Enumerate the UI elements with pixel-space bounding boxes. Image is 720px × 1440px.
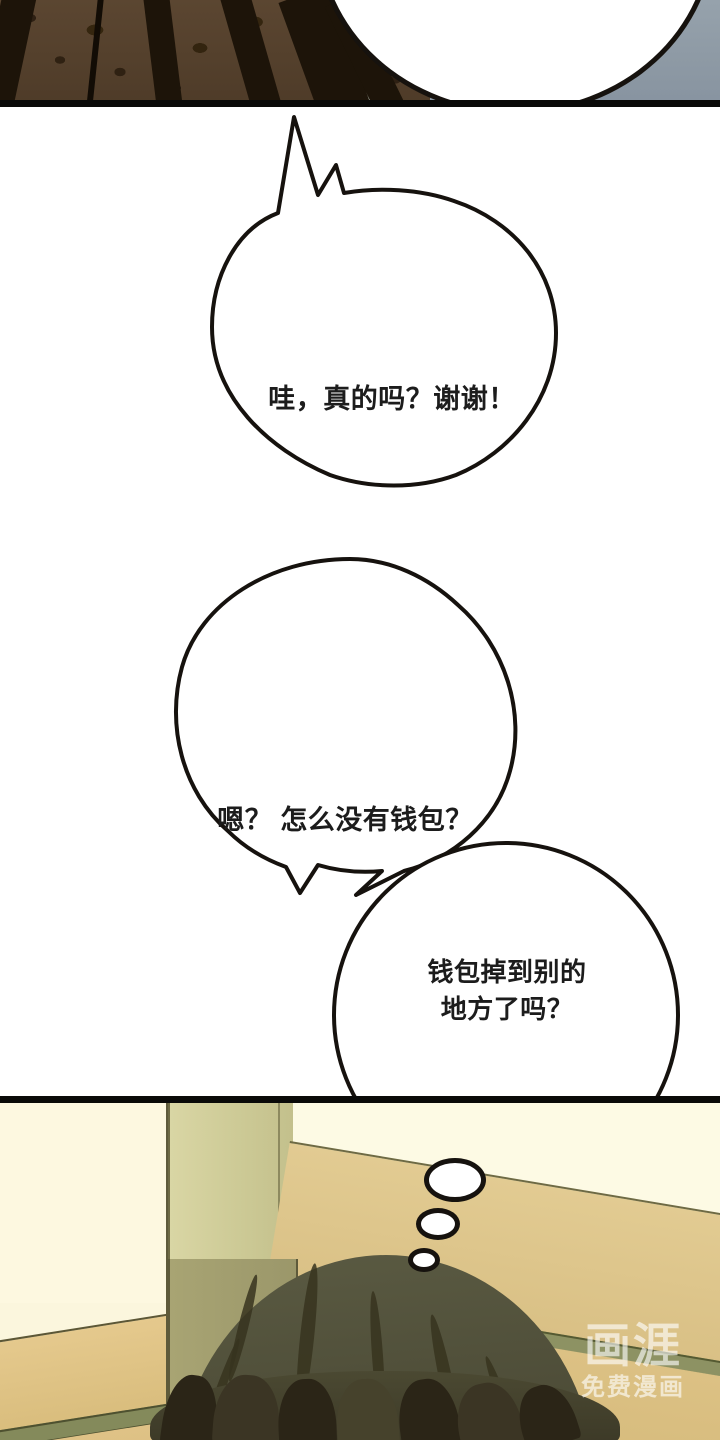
speech-bubble-2	[174, 557, 518, 897]
thought-bubble-3-text: 钱包掉到别的 地方了吗？	[427, 957, 587, 1024]
panel-bottom	[0, 1096, 720, 1440]
fabric-fold	[0, 0, 38, 100]
thought-dot-medium	[416, 1208, 460, 1240]
speech-bubble-1-text: 哇，真的吗？谢谢！	[268, 384, 516, 414]
speech-bubbles-layer	[174, 115, 680, 1189]
panel-top	[0, 0, 720, 107]
wall-left-upper	[0, 1103, 170, 1303]
pillar-edge-line	[278, 1103, 280, 1253]
thought-dot-small	[408, 1248, 440, 1272]
speech-bubble-1	[210, 115, 558, 488]
fabric-fold	[84, 0, 106, 100]
gutter-white-area: 哇，真的吗？谢谢！ 嗯？ 怎么没有钱包？	[0, 107, 720, 1189]
fabric-fold	[217, 0, 285, 100]
thought-dot-large	[424, 1158, 486, 1202]
wall-corner-seam	[166, 1103, 168, 1440]
speech-bubble-2-text: 嗯？ 怎么没有钱包？	[217, 805, 473, 835]
room-interior	[0, 1103, 720, 1440]
fabric-fold	[141, 0, 185, 100]
